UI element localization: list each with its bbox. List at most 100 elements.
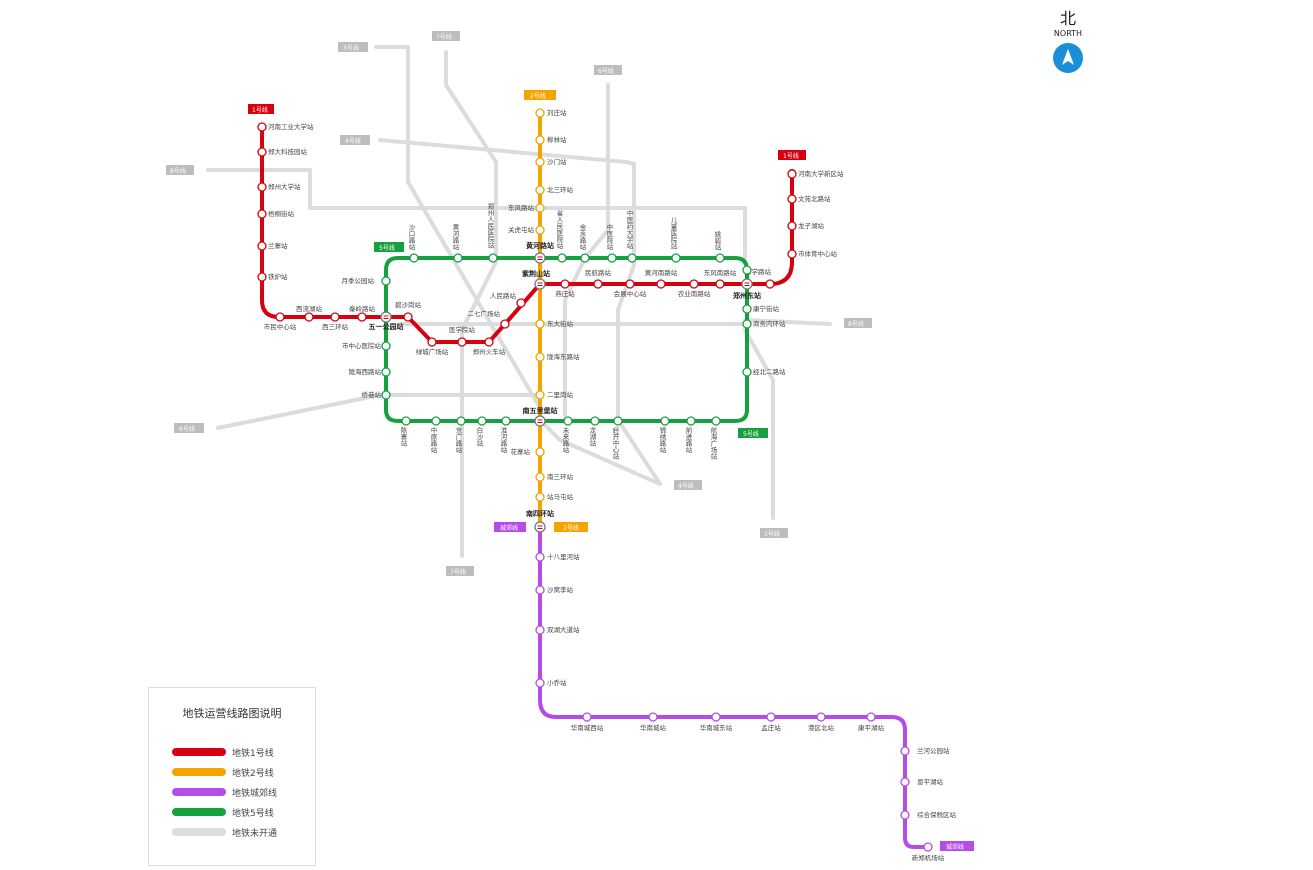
- station-label: 陈寨站: [399, 426, 407, 448]
- station-marker[interactable]: [275, 312, 285, 322]
- station-marker[interactable]: [816, 712, 826, 722]
- station-marker[interactable]: [535, 352, 545, 362]
- transfer-station-icon[interactable]: [534, 521, 546, 533]
- station-marker[interactable]: [257, 241, 267, 251]
- station-marker[interactable]: [765, 279, 775, 289]
- station-marker[interactable]: [900, 746, 910, 756]
- station-marker[interactable]: [656, 279, 666, 289]
- station-marker[interactable]: [457, 337, 467, 347]
- station-marker[interactable]: [431, 416, 441, 426]
- station-marker[interactable]: [535, 108, 545, 118]
- transfer-arrows: [537, 256, 543, 260]
- station-marker[interactable]: [535, 135, 545, 145]
- station-marker[interactable]: [381, 367, 391, 377]
- station-marker[interactable]: [866, 712, 876, 722]
- station-marker[interactable]: [742, 265, 752, 275]
- station-marker[interactable]: [535, 585, 545, 595]
- station-marker[interactable]: [689, 279, 699, 289]
- station-marker[interactable]: [535, 552, 545, 562]
- transfer-station-icon[interactable]: [741, 278, 753, 290]
- station-marker[interactable]: [409, 253, 419, 263]
- station-marker[interactable]: [257, 147, 267, 157]
- station-marker[interactable]: [590, 416, 600, 426]
- station-label: 龙子湖站: [798, 221, 825, 230]
- station-marker[interactable]: [484, 337, 494, 347]
- station-marker[interactable]: [381, 341, 391, 351]
- station-marker[interactable]: [535, 447, 545, 457]
- station-marker[interactable]: [613, 416, 623, 426]
- station-marker[interactable]: [427, 337, 437, 347]
- station-marker[interactable]: [923, 842, 933, 852]
- station-marker[interactable]: [535, 390, 545, 400]
- station-marker[interactable]: [304, 312, 314, 322]
- transfer-station-icon[interactable]: [380, 311, 392, 323]
- station-marker[interactable]: [477, 416, 487, 426]
- station-marker[interactable]: [560, 279, 570, 289]
- station-marker[interactable]: [627, 253, 637, 263]
- station-marker[interactable]: [456, 416, 466, 426]
- station-marker[interactable]: [742, 304, 752, 314]
- station-marker[interactable]: [787, 249, 797, 259]
- legend-swatch: [172, 828, 226, 836]
- station-marker[interactable]: [648, 712, 658, 722]
- station-marker[interactable]: [660, 416, 670, 426]
- station-marker[interactable]: [500, 319, 510, 329]
- station-marker[interactable]: [535, 225, 545, 235]
- station-label: 中医药大学站: [625, 209, 633, 251]
- station-marker[interactable]: [535, 203, 545, 213]
- station-label: 航海广场站: [709, 426, 717, 461]
- station-marker[interactable]: [742, 367, 752, 377]
- station-label: 华南城站: [640, 723, 667, 732]
- line-8-east-tag-label: 8号线: [848, 320, 864, 328]
- station-marker[interactable]: [787, 194, 797, 204]
- legend-swatch: [172, 808, 226, 816]
- transfer-station-icon[interactable]: [534, 415, 546, 427]
- station-label: 兰河公园站: [917, 746, 950, 755]
- station-marker[interactable]: [580, 253, 590, 263]
- station-marker[interactable]: [557, 253, 567, 263]
- station-marker[interactable]: [357, 312, 367, 322]
- station-marker[interactable]: [686, 416, 696, 426]
- station-marker[interactable]: [516, 298, 526, 308]
- station-marker[interactable]: [403, 312, 413, 322]
- station-marker[interactable]: [900, 777, 910, 787]
- station-marker[interactable]: [711, 712, 721, 722]
- station-marker[interactable]: [625, 279, 635, 289]
- station-marker[interactable]: [715, 279, 725, 289]
- station-marker[interactable]: [563, 416, 573, 426]
- legend-swatch: [172, 768, 226, 776]
- station-marker[interactable]: [330, 312, 340, 322]
- transfer-station-icon[interactable]: [534, 252, 546, 264]
- station-marker[interactable]: [257, 122, 267, 132]
- station-marker[interactable]: [257, 272, 267, 282]
- station-marker[interactable]: [381, 276, 391, 286]
- station-marker[interactable]: [535, 185, 545, 195]
- station-marker[interactable]: [535, 157, 545, 167]
- station-marker[interactable]: [607, 253, 617, 263]
- line-8-west-tag-label: 8号线: [170, 167, 186, 175]
- station-marker[interactable]: [671, 253, 681, 263]
- station-marker[interactable]: [453, 253, 463, 263]
- station-marker[interactable]: [488, 253, 498, 263]
- station-marker[interactable]: [257, 209, 267, 219]
- station-marker[interactable]: [787, 169, 797, 179]
- station-label: 河南大学新区站: [798, 169, 844, 178]
- transfer-station-icon[interactable]: [534, 278, 546, 290]
- station-marker[interactable]: [711, 416, 721, 426]
- station-marker[interactable]: [381, 390, 391, 400]
- station-marker[interactable]: [787, 221, 797, 231]
- station-marker[interactable]: [535, 472, 545, 482]
- station-marker[interactable]: [535, 678, 545, 688]
- station-marker[interactable]: [742, 319, 752, 329]
- station-marker[interactable]: [401, 416, 411, 426]
- station-marker[interactable]: [501, 416, 511, 426]
- station-marker[interactable]: [535, 492, 545, 502]
- station-marker[interactable]: [257, 182, 267, 192]
- station-marker[interactable]: [715, 253, 725, 263]
- station-marker[interactable]: [900, 810, 910, 820]
- station-marker[interactable]: [535, 319, 545, 329]
- station-marker[interactable]: [593, 279, 603, 289]
- station-marker[interactable]: [582, 712, 592, 722]
- station-marker[interactable]: [766, 712, 776, 722]
- station-marker[interactable]: [535, 625, 545, 635]
